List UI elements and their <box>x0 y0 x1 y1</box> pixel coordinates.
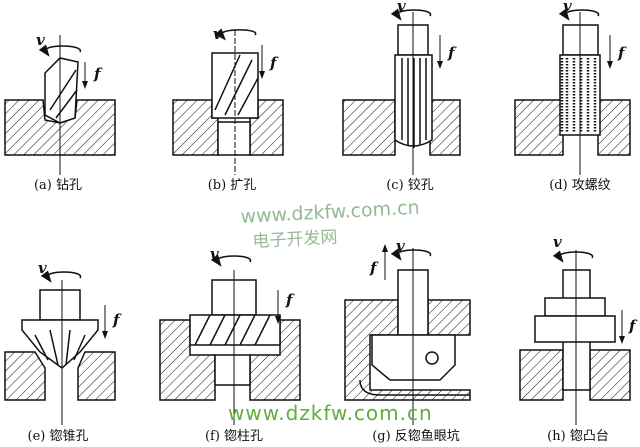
figure-a-drilling <box>4 35 116 175</box>
caption-h: (h) 锪凸台 <box>547 429 609 444</box>
feed-symbol-d: f <box>618 44 625 62</box>
speed-symbol-h: v <box>553 233 562 251</box>
figure-b-reaming-enlarge <box>172 28 284 175</box>
figure-h-boss-facing <box>519 250 631 425</box>
speed-symbol-b: v <box>213 25 222 43</box>
speed-symbol-c: v <box>397 0 406 15</box>
speed-symbol-g: v <box>396 237 405 255</box>
speed-symbol-e: v <box>38 259 47 277</box>
caption-f: (f) 锪柱孔 <box>204 429 264 444</box>
caption-a: (a) 钻孔 <box>33 178 83 193</box>
watermark-url-bottom: www.dzkfw.com.cn <box>228 401 433 425</box>
caption-g: (g) 反锪鱼眼坑 <box>372 429 460 444</box>
feed-symbol-c: f <box>448 44 455 62</box>
caption-c: (c) 铰孔 <box>386 178 434 193</box>
speed-symbol-f: v <box>210 245 219 263</box>
feed-symbol-h: f <box>629 317 636 335</box>
figure-g-back-spotfacing <box>344 244 471 425</box>
speed-symbol-a: v <box>36 31 45 49</box>
figure-d-tapping <box>514 8 631 175</box>
caption-b: (b) 扩孔 <box>207 178 257 193</box>
caption-e: (e) 锪锥孔 <box>27 429 89 444</box>
feed-symbol-g: f <box>370 259 377 277</box>
figure-e-countersinking <box>4 270 116 425</box>
feed-symbol-e: f <box>113 311 120 329</box>
figure-f-counterboring <box>159 254 301 425</box>
feed-symbol-b: f <box>270 54 277 72</box>
feed-symbol-a: f <box>94 65 101 83</box>
figure-c-reaming <box>342 8 461 175</box>
speed-symbol-d: v <box>563 0 572 15</box>
feed-symbol-f: f <box>286 291 293 309</box>
caption-d: (d) 攻螺纹 <box>549 178 611 193</box>
